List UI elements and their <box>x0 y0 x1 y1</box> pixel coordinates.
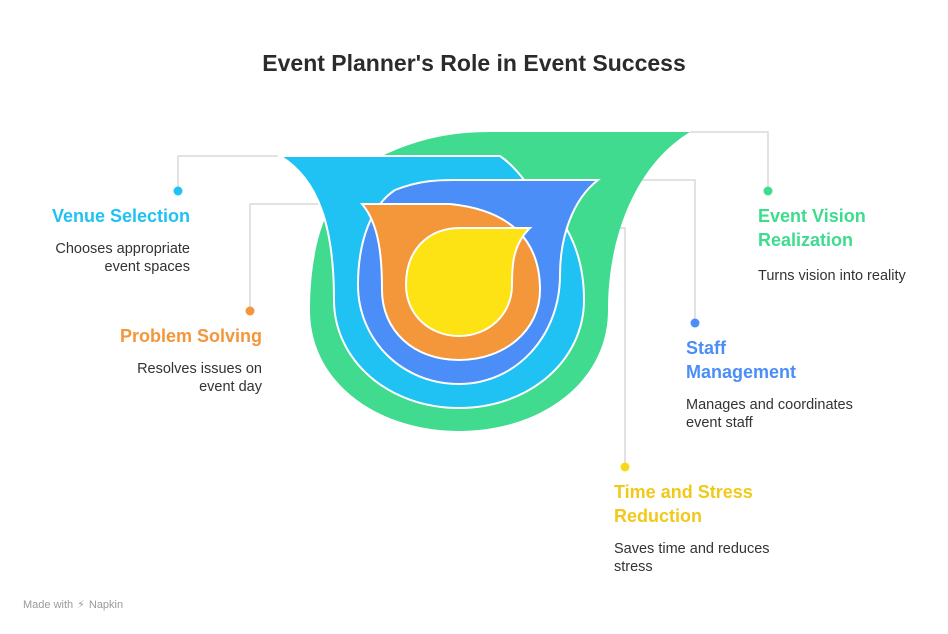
label-time-stress: Time and Stress Reduction <box>614 482 753 526</box>
dot-time <box>620 462 630 472</box>
dot-vision <box>763 186 773 196</box>
footer-text: Made with <box>23 598 74 611</box>
label-venue-selection: Venue Selection <box>51 206 190 226</box>
desc-event-vision: Turns vision into reality <box>758 268 906 284</box>
page-title: Event Planner's Role in Event Success <box>262 50 686 76</box>
desc-time-stress: Saves time and reduces stress <box>614 541 770 575</box>
desc-problem-solving: Resolves issues on event day <box>137 361 262 395</box>
funnel-yellow <box>404 227 533 338</box>
footer-brand: Napkin <box>88 598 124 611</box>
dot-staff <box>690 318 700 328</box>
label-problem-solving: Problem Solving <box>119 326 262 346</box>
footer-branding[interactable]: Made with ⚡ Napkin <box>23 598 124 612</box>
desc-venue-selection: Chooses appropriate event spaces <box>55 241 190 275</box>
label-event-vision: Event Vision Realization <box>758 206 866 250</box>
connector-vision <box>690 131 769 191</box>
napkin-logo-icon: ⚡ <box>77 599 85 611</box>
connector-venue <box>177 155 290 191</box>
label-staff-management: Staff Management <box>686 338 797 382</box>
desc-staff-management: Manages and coordinates event staff <box>686 397 853 431</box>
dot-venue <box>173 186 183 196</box>
dot-problem <box>245 306 255 316</box>
